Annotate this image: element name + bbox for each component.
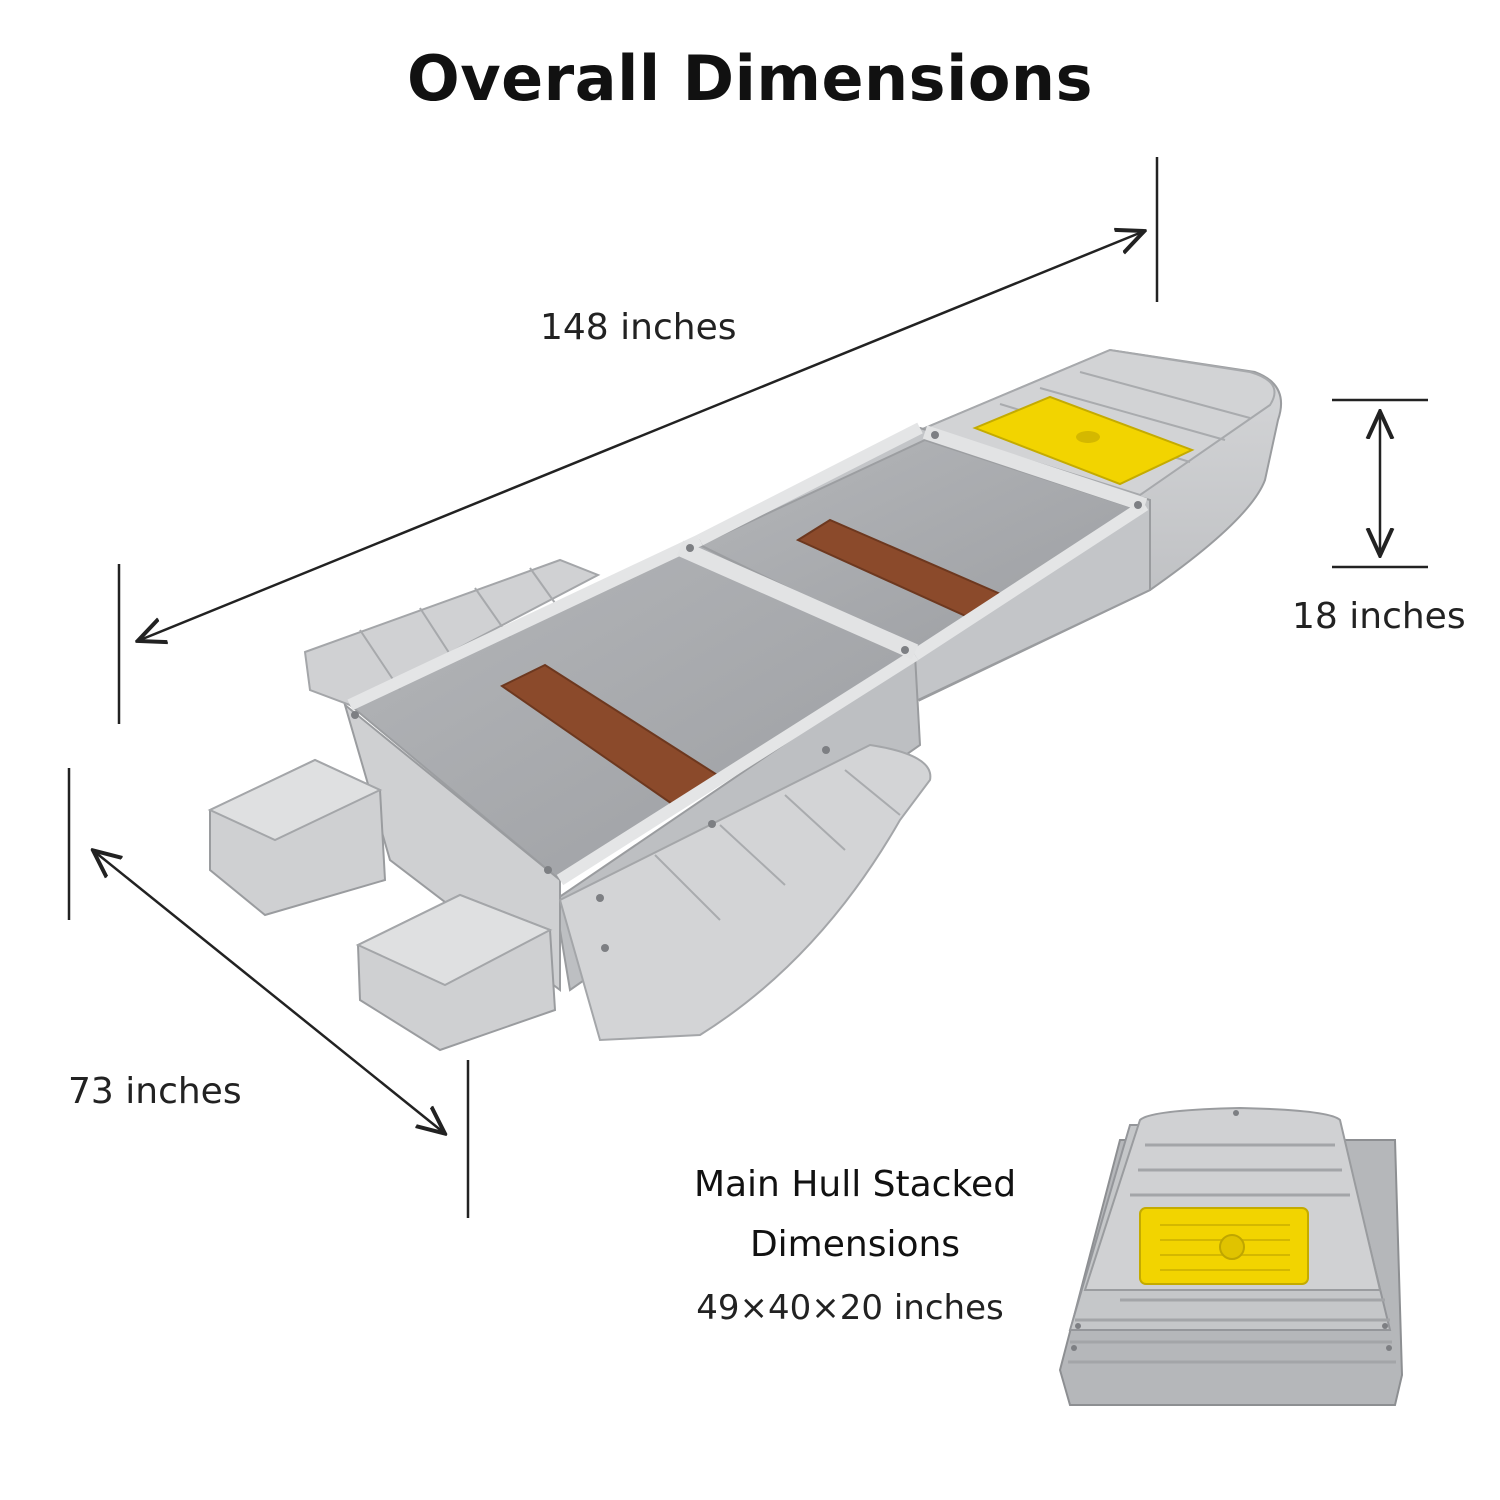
page-title: Overall Dimensions <box>407 42 1093 115</box>
width-label: 73 inches <box>68 1071 242 1112</box>
stacked-title-line1: Main Hull Stacked <box>693 1164 1017 1205</box>
stacked-hull-illustration <box>1058 1106 1404 1406</box>
width-dimension <box>67 768 470 1218</box>
length-dimension <box>117 157 1159 724</box>
boat-illustration <box>207 348 1283 1052</box>
stacked-title-line2: Dimensions <box>749 1224 961 1265</box>
length-label: 148 inches <box>540 307 737 348</box>
stacked-title: Main Hull Stacked Dimensions <box>660 1155 1050 1275</box>
height-dimension <box>1332 398 1428 569</box>
stacked-dimensions: 49×40×20 inches <box>696 1288 1004 1328</box>
height-label: 18 inches <box>1292 596 1466 637</box>
